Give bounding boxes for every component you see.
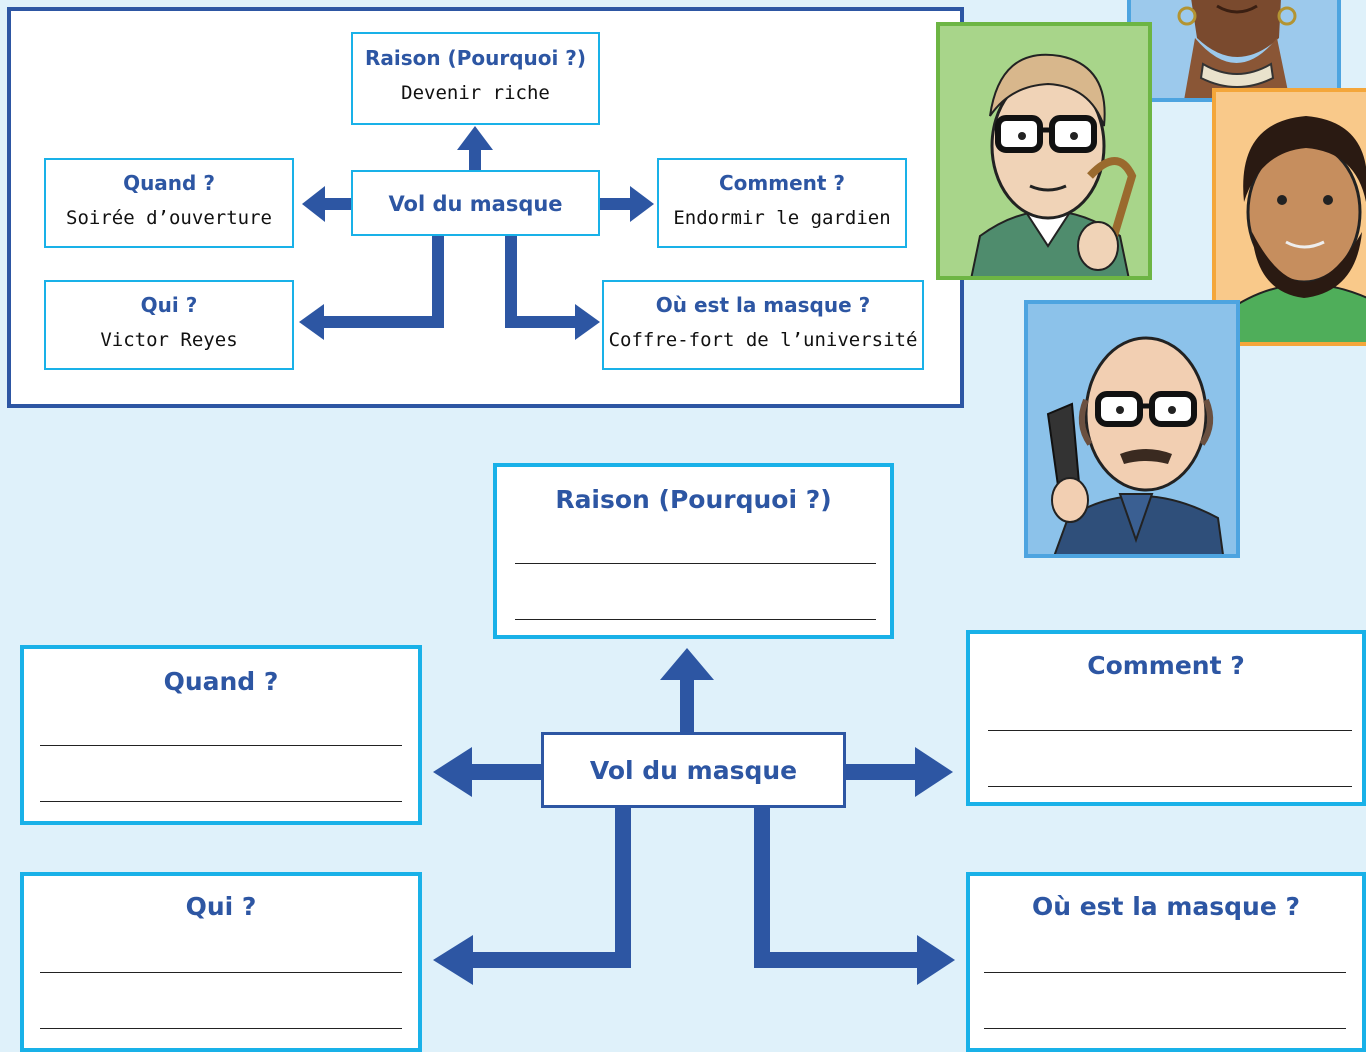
example-arrow-left-shaft (323, 198, 353, 210)
example-raison-box: Raison (Pourquoi ?) Devenir riche (351, 32, 600, 125)
worksheet-arrow-qui-vertical (615, 806, 631, 968)
worksheet-qui-box: Qui ? (20, 872, 422, 1052)
worksheet-arrow-qui-horizontal (472, 952, 631, 968)
worksheet-center-box: Vol du masque (541, 732, 846, 808)
example-center-box: Vol du masque (351, 170, 600, 236)
example-arrow-qui-horizontal (322, 316, 444, 328)
worksheet-arrow-left-shaft (470, 764, 544, 780)
example-qui-heading: Qui ? (140, 293, 198, 317)
worksheet-comment-box: Comment ? (966, 630, 1366, 806)
example-arrow-up-head (457, 126, 493, 150)
worksheet-arrow-up-shaft (680, 676, 694, 734)
worksheet-arrow-ou-horizontal (754, 952, 919, 968)
character-bearded-man-icon (1217, 116, 1366, 342)
example-arrow-up-shaft (469, 148, 481, 172)
worksheet-comment-answer-line-1[interactable] (988, 730, 1352, 731)
worksheet-quand-heading: Quand ? (163, 667, 279, 696)
worksheet-qui-answer-line-1[interactable] (40, 972, 402, 973)
character-card-bearded-man (1212, 88, 1366, 346)
worksheet-arrow-left-head (433, 747, 472, 797)
worksheet-qui-heading: Qui ? (185, 892, 257, 921)
example-comment-answer: Endormir le gardien (673, 207, 891, 229)
example-ou-box: Où est la masque ? Coffre-fort de l’univ… (602, 280, 924, 370)
character-card-bald-man (1024, 300, 1240, 558)
example-comment-heading: Comment ? (718, 171, 846, 195)
worksheet-raison-heading: Raison (Pourquoi ?) (555, 485, 832, 514)
example-arrow-right-head (630, 186, 654, 222)
character-woman-earrings-icon (1177, 0, 1297, 98)
worksheet-quand-answer-line-2[interactable] (40, 801, 402, 802)
worksheet-arrow-right-head (915, 747, 953, 797)
example-quand-heading: Quand ? (123, 171, 215, 195)
worksheet-comment-answer-line-2[interactable] (988, 786, 1352, 787)
example-arrow-qui-vertical (432, 236, 444, 328)
example-arrow-ou-head (575, 304, 600, 340)
worksheet-raison-answer-line-2[interactable] (515, 619, 876, 620)
example-quand-box: Quand ? Soirée d’ouverture (44, 158, 294, 248)
worksheet-quand-answer-line-1[interactable] (40, 745, 402, 746)
worksheet-ou-answer-line-1[interactable] (984, 972, 1346, 973)
example-quand-answer: Soirée d’ouverture (66, 207, 272, 229)
example-ou-answer: Coffre-fort de l’université (608, 329, 918, 351)
character-card-woman (1127, 0, 1341, 102)
worksheet-ou-heading: Où est la masque ? (1031, 892, 1301, 921)
example-arrow-ou-horizontal (505, 316, 577, 328)
worksheet-arrow-qui-head (433, 935, 473, 985)
worksheet-raison-box: Raison (Pourquoi ?) (493, 463, 894, 639)
worksheet-qui-answer-line-2[interactable] (40, 1028, 402, 1029)
worksheet-arrow-right-shaft (845, 764, 917, 780)
character-young-man-glasses-icon (970, 53, 1137, 276)
example-raison-heading: Raison (Pourquoi ?) (364, 46, 587, 70)
worksheet-raison-answer-line-1[interactable] (515, 563, 876, 564)
example-qui-answer: Victor Reyes (100, 329, 238, 351)
example-comment-box: Comment ? Endormir le gardien (657, 158, 907, 248)
character-card-young-man (936, 22, 1152, 280)
worksheet-arrow-ou-vertical (754, 806, 770, 968)
worksheet-center-label: Vol du masque (589, 756, 798, 785)
worksheet-comment-heading: Comment ? (1087, 651, 1245, 680)
example-arrow-qui-head (299, 304, 324, 340)
worksheet-arrow-up-head (660, 648, 714, 680)
example-arrow-ou-vertical (505, 236, 517, 328)
worksheet-quand-box: Quand ? (20, 645, 422, 825)
example-arrow-left-head (302, 186, 325, 222)
example-ou-heading: Où est la masque ? (655, 293, 871, 317)
example-center-label: Vol du masque (388, 192, 563, 216)
worksheet-arrow-ou-head (917, 935, 955, 985)
worksheet-ou-box: Où est la masque ? (966, 872, 1366, 1052)
worksheet-ou-answer-line-2[interactable] (984, 1028, 1346, 1029)
example-raison-answer: Devenir riche (401, 82, 550, 104)
character-bald-man-glasses-icon (1046, 336, 1224, 554)
example-arrow-right-shaft (600, 198, 632, 210)
example-qui-box: Qui ? Victor Reyes (44, 280, 294, 370)
